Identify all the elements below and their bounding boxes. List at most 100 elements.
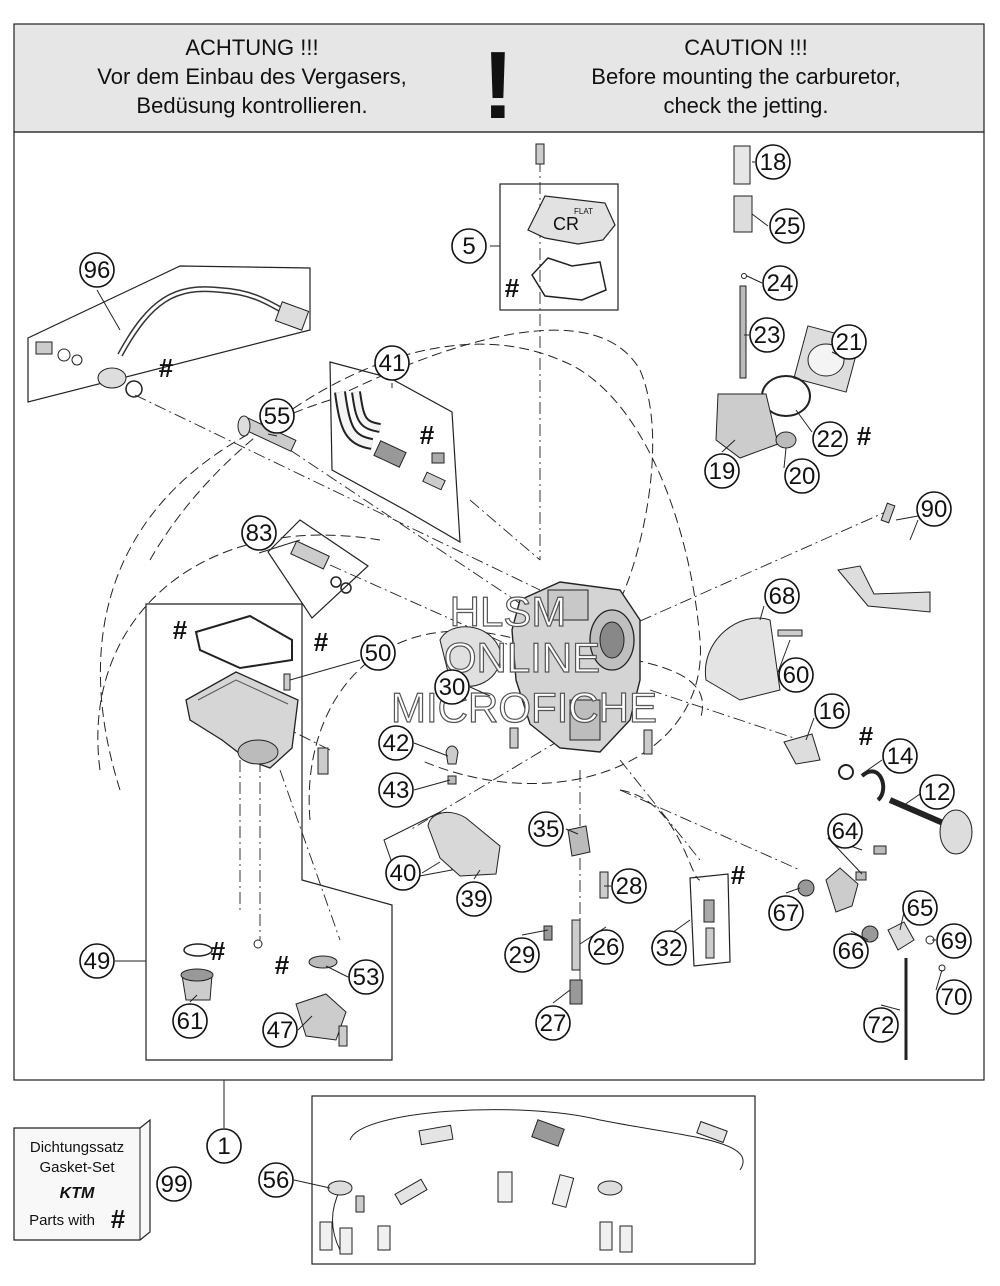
callout-number: 22 — [817, 426, 844, 453]
callout-30: 30 — [434, 669, 470, 705]
callout-16: 16 — [814, 693, 850, 729]
callout-18: 18 — [755, 144, 791, 180]
callout-leader-30 — [469, 686, 491, 697]
callout-72: 72 — [863, 1007, 899, 1043]
callout-circle — [79, 943, 115, 979]
callout-56: 56 — [258, 1162, 294, 1198]
callout-circle — [374, 345, 410, 381]
gasket-mark-hash: # — [859, 721, 874, 751]
drum-cover-icon — [704, 617, 781, 701]
callout-53: 53 — [348, 959, 384, 995]
callout-circle — [764, 578, 800, 614]
gasket-set-line1: Dichtungssatz — [30, 1139, 124, 1156]
callout-47: 47 — [262, 1012, 298, 1048]
bowl-screw-icon — [317, 747, 329, 775]
callout-leaders — [96, 161, 943, 1189]
callout-leader-60 — [777, 639, 791, 673]
callout-circle — [769, 208, 805, 244]
hose-kit-56-group — [311, 1095, 756, 1265]
callout-12: 12 — [919, 774, 955, 810]
gasket-set-box: Dichtungssatz Gasket-Set KTM Parts with … — [13, 1118, 151, 1241]
callout-number: 29 — [509, 942, 536, 969]
callout-number: 83 — [246, 520, 273, 547]
warning-german-line2: Bedüsung kontrollieren. — [136, 93, 367, 118]
callout-number: 56 — [263, 1167, 290, 1194]
callout-leader-24 — [746, 275, 763, 284]
callout-leader-12 — [903, 793, 921, 806]
callout-leader-40 — [421, 861, 441, 874]
callout-number: 20 — [789, 463, 816, 490]
hose-kit-group — [329, 361, 461, 544]
callout-28: 28 — [611, 868, 647, 904]
gasket-mark-hash: # — [314, 627, 329, 657]
float-icon — [427, 811, 501, 877]
callout-number: 68 — [769, 583, 796, 610]
callout-circle — [79, 252, 115, 288]
o-ring-icon — [125, 380, 143, 398]
callout-leader-29 — [521, 929, 549, 936]
callout-leader-55 — [267, 433, 278, 437]
callout-number: 49 — [84, 948, 111, 975]
watermark-line1: HLSM — [450, 588, 567, 635]
callout-number: 25 — [774, 213, 801, 240]
callout-number: 39 — [461, 886, 488, 913]
callout-number: 26 — [593, 934, 620, 961]
callout-leader-25 — [751, 213, 769, 227]
callout-circle — [348, 959, 384, 995]
callout-circle — [936, 923, 972, 959]
callout-number: 23 — [754, 322, 781, 349]
callout-number: 67 — [773, 900, 800, 927]
callout-number: 96 — [84, 257, 111, 284]
callout-number: 43 — [383, 777, 410, 804]
float-needle-icon — [445, 745, 459, 765]
callout-circle — [882, 738, 918, 774]
callout-66: 66 — [833, 933, 869, 969]
callout-26: 26 — [588, 929, 624, 965]
callout-25: 25 — [769, 208, 805, 244]
nipple-icon — [290, 540, 330, 570]
warning-banner: ACHTUNG !!! Vor dem Einbau des Vergasers… — [13, 23, 985, 139]
callout-number: 64 — [832, 818, 859, 845]
main-jet-icon — [569, 979, 583, 1005]
jets-group — [543, 825, 731, 1005]
callout-circle — [378, 772, 414, 808]
mixture-screw-icon — [705, 927, 715, 959]
callout-number: 1 — [217, 1133, 230, 1160]
callout-leader-53 — [325, 965, 349, 978]
callout-number: 18 — [760, 149, 787, 176]
sensor-gasket-icon — [531, 257, 607, 301]
callout-number: 28 — [616, 873, 643, 900]
callout-circle — [749, 317, 785, 353]
gasket-set-hash: # — [111, 1204, 126, 1234]
callout-leader-14 — [861, 759, 883, 775]
callout-leader-61 — [189, 994, 198, 1003]
callout-32: 32 — [651, 930, 687, 966]
callout-circle — [588, 929, 624, 965]
callout-number: 41 — [379, 350, 406, 377]
callout-number: 42 — [383, 730, 410, 757]
callout-68: 68 — [764, 578, 800, 614]
callout-leader-90 — [909, 519, 919, 541]
gasket-mark-hash: # — [211, 936, 226, 966]
watermark-line3: MICROFICHE — [391, 684, 657, 731]
callout-49: 49 — [79, 943, 115, 979]
callout-circle — [535, 1005, 571, 1041]
jet-holder-icon — [567, 825, 591, 857]
callout-35: 35 — [528, 811, 564, 847]
callout-leader-39 — [473, 869, 481, 880]
gasket-mark-hash: # — [159, 353, 174, 383]
callout-number: 5 — [462, 233, 475, 260]
callout-leader-67 — [785, 887, 801, 894]
callout-circle — [262, 1012, 298, 1048]
callout-leader-56 — [293, 1179, 331, 1189]
callout-number: 27 — [540, 1010, 567, 1037]
callout-60: 60 — [778, 657, 814, 693]
callout-leader-42 — [413, 742, 449, 757]
callout-circle — [833, 933, 869, 969]
callout-circle — [755, 144, 791, 180]
callout-99: 99 — [156, 1166, 192, 1202]
callout-leader-35 — [565, 828, 579, 835]
callout-circle — [259, 398, 295, 434]
